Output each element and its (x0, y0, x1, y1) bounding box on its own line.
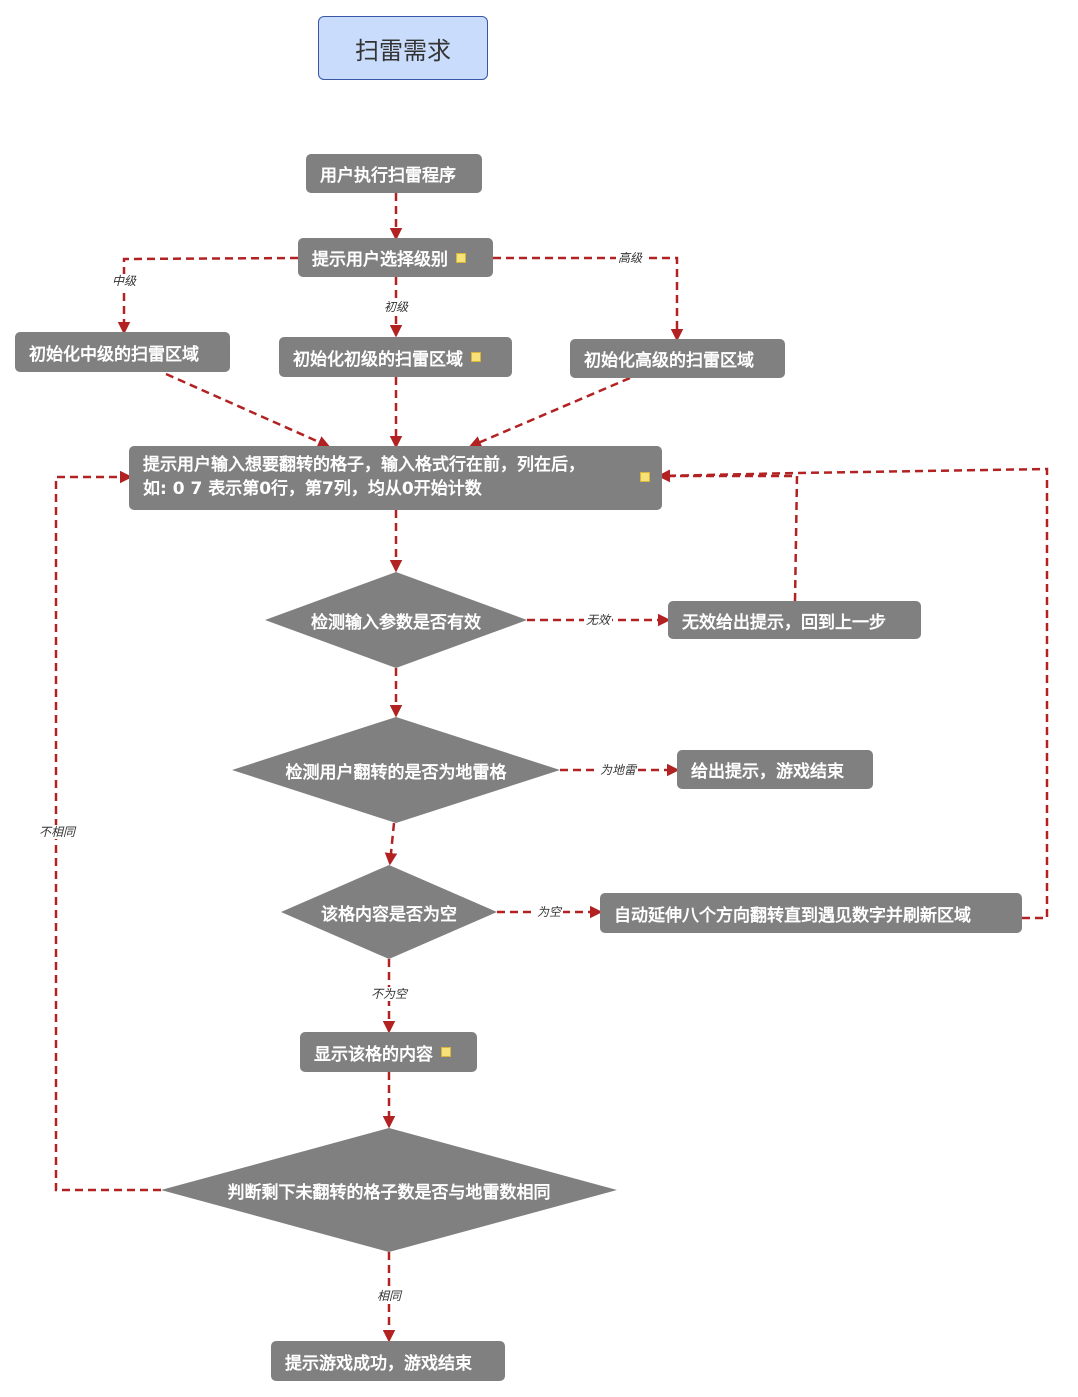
node-choose-level-label: 提示用户选择级别 (312, 250, 448, 270)
decision-check-valid-label: 检测输入参数是否有效 (311, 612, 481, 633)
edge-label-not-same: 不相同 (37, 825, 78, 839)
node-input-prompt-line2: 如: 0 7 表示第0行，第7列，均从0开始计数 (143, 479, 482, 499)
edge-expand-back-to-input (657, 467, 1049, 920)
node-auto-expand-label: 自动延伸八个方向翻转直到遇见数字并刷新区域 (614, 905, 971, 926)
edge-mine-to-empty (384, 822, 398, 866)
decision-check-win-shape (161, 1128, 617, 1252)
node-game-over[interactable]: 给出提示，游戏结束 (677, 750, 873, 789)
node-choose-level[interactable]: 提示用户选择级别 (298, 238, 493, 277)
node-show-content-label: 显示该格的内容 (314, 1044, 433, 1065)
node-init-high-label: 初始化高级的扫雷区域 (584, 351, 754, 371)
edge-choose-to-mid (117, 256, 299, 335)
node-init-mid[interactable]: 初始化中级的扫雷区域 (15, 332, 230, 372)
node-auto-expand[interactable]: 自动延伸八个方向翻转直到遇见数字并刷新区域 (600, 893, 1022, 933)
decision-check-win-label: 判断剩下未翻转的格子数是否与地雷数相同 (227, 1182, 551, 1203)
node-init-high[interactable]: 初始化高级的扫雷区域 (570, 339, 785, 378)
diagram-title: 扫雷需求 (318, 16, 488, 80)
edge-mid-to-input (165, 372, 331, 448)
node-start-label: 用户执行扫雷程序 (320, 166, 456, 186)
node-init-low-label: 初始化初级的扫雷区域 (293, 349, 463, 370)
decision-check-empty-shape (281, 865, 497, 959)
decision-check-valid[interactable]: 检测输入参数是否有效 (265, 600, 527, 640)
edge-label-same: 相同 (375, 1289, 404, 1303)
node-init-mid-label: 初始化中级的扫雷区域 (29, 344, 199, 365)
note-icon[interactable] (441, 1047, 451, 1057)
decision-check-mine-shape (232, 717, 560, 823)
edge-label-low: 初级 (382, 300, 411, 314)
decision-check-empty[interactable]: 该格内容是否为空 (281, 892, 497, 932)
decision-check-valid-shape (265, 572, 527, 668)
node-game-over-label: 给出提示，游戏结束 (691, 762, 844, 782)
edge-choose-to-high (493, 256, 684, 342)
node-invalid-hint-label: 无效给出提示，回到上一步 (682, 612, 886, 633)
edge-label-not-empty: 不为空 (369, 987, 410, 1001)
edge-label-mid: 中级 (110, 274, 139, 288)
edge-label-high: 高级 (616, 251, 645, 265)
decision-check-mine-label: 检测用户翻转的是否为地雷格 (285, 762, 507, 783)
decision-check-mine[interactable]: 检测用户翻转的是否为地雷格 (232, 750, 560, 790)
note-icon[interactable] (471, 352, 481, 362)
node-input-prompt-line1: 提示用户输入想要翻转的格子，输入格式行在前，列在后， (143, 455, 585, 475)
node-start[interactable]: 用户执行扫雷程序 (306, 154, 482, 193)
node-win[interactable]: 提示游戏成功，游戏结束 (271, 1341, 505, 1381)
node-invalid-hint[interactable]: 无效给出提示，回到上一步 (668, 601, 921, 639)
edge-high-to-input (468, 376, 631, 448)
node-win-label: 提示游戏成功，游戏结束 (285, 1353, 472, 1374)
edge-label-invalid: 无效 (584, 613, 613, 627)
diagram-title-text: 扫雷需求 (355, 36, 451, 65)
note-icon[interactable] (456, 252, 466, 263)
edge-label-is-mine: 为地雷 (598, 763, 639, 777)
decision-check-empty-label: 该格内容是否为空 (321, 904, 457, 925)
node-input-prompt[interactable]: 提示用户输入想要翻转的格子，输入格式行在前，列在后， 如: 0 7 表示第0行，… (129, 446, 662, 510)
decision-check-win[interactable]: 判断剩下未翻转的格子数是否与地雷数相同 (161, 1170, 617, 1210)
edge-invalid-back-to-input (657, 469, 799, 602)
note-icon[interactable] (640, 472, 650, 482)
node-show-content[interactable]: 显示该格的内容 (300, 1032, 477, 1072)
edge-label-is-empty: 为空 (535, 905, 564, 919)
node-init-low[interactable]: 初始化初级的扫雷区域 (279, 337, 512, 377)
